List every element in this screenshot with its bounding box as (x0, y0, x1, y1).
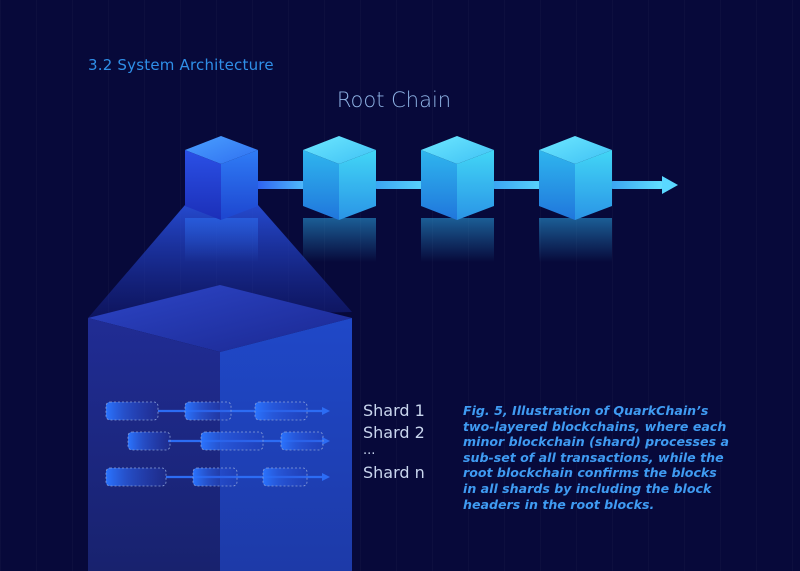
root-chain-arrowhead (662, 176, 678, 194)
root-block-2 (303, 136, 376, 220)
shard-label-n: Shard n (363, 463, 425, 482)
root-block-1 (185, 136, 258, 220)
shard-chain-n (105, 467, 330, 487)
section-title: 3.2 System Architecture (88, 56, 274, 74)
shard-label-1: Shard 1 (363, 401, 425, 420)
root-chain-reflections (185, 218, 612, 262)
shard-chain-1 (105, 401, 330, 421)
root-block-3 (421, 136, 494, 220)
shard-label-2: Shard 2 (363, 423, 425, 442)
shard-container-cube (88, 285, 352, 571)
shard-label-ellipsis: ... (363, 443, 376, 458)
root-block-4 (539, 136, 612, 220)
root-chain-label: Root Chain (336, 88, 452, 112)
shard-chain-2 (127, 431, 330, 451)
figure-caption: Fig. 5, Illustration of QuarkChain’s two… (463, 403, 729, 512)
